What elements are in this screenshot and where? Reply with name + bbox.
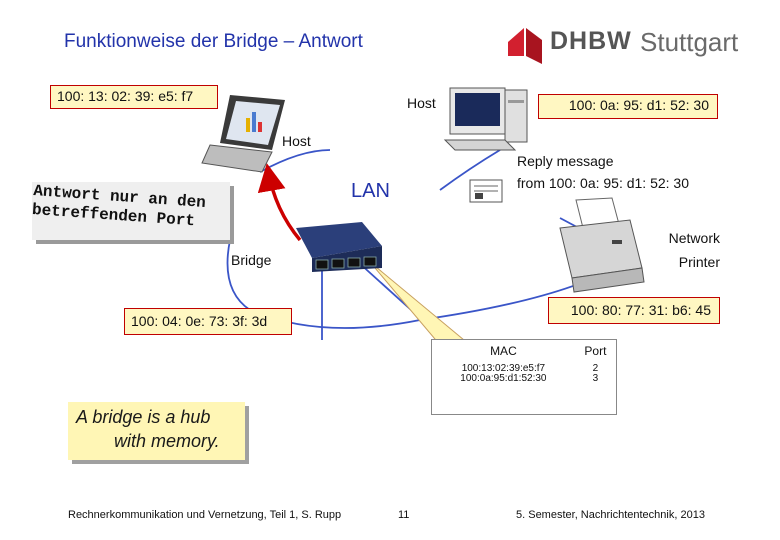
- lan-label: LAN: [351, 180, 390, 202]
- mac-table-header-mac: MAC: [490, 344, 517, 358]
- table-callout: [369, 261, 472, 346]
- table-row: 100:13:02:39:e5:f7 2: [432, 364, 616, 374]
- printer-label-line2: Printer: [678, 254, 720, 270]
- mac-table-cell-port: 2: [592, 363, 599, 374]
- printer-label: Network Printer: [650, 226, 720, 274]
- port-note: Antwort nur an den betreffenden Port: [31, 182, 230, 240]
- mac-table-cell-port: 3: [592, 373, 599, 384]
- footer-right: 5. Semester, Nachrichtentechnik, 2013: [516, 509, 705, 521]
- mac-left-host: 100: 13: 02: 39: e5: f7: [50, 85, 218, 109]
- memo-line2: with memory.: [114, 431, 220, 451]
- bridge-label: Bridge: [231, 252, 272, 268]
- printer-icon: [559, 197, 645, 293]
- mac-table: MAC Port 100:13:02:39:e5:f7 2 100:0a:95:…: [431, 339, 617, 415]
- laptop-icon: [201, 95, 285, 173]
- printer-label-line1: Network: [668, 230, 720, 246]
- page-title: Funktionweise der Bridge – Antwort: [64, 31, 363, 52]
- port-note-text: Antwort nur an den betreffenden Port: [31, 182, 206, 232]
- reply-arrow: [257, 163, 302, 242]
- host-label-right: Host: [407, 95, 436, 111]
- mac-table-cell-mac: 100:13:02:39:e5:f7: [461, 363, 546, 374]
- reply-message-line2: from 100: 0a: 95: d1: 52: 30: [517, 175, 690, 191]
- dhbw-logo-mark-icon: [508, 28, 542, 64]
- memo-line1: A bridge is a hub: [76, 407, 211, 427]
- mac-table-header-row: MAC Port: [432, 340, 616, 364]
- bridge-device-icon: [296, 222, 382, 272]
- lan-curve-right: [439, 149, 501, 191]
- mac-table-header-port: Port: [584, 344, 607, 358]
- desktop-computer-icon: [443, 87, 528, 151]
- host-label-left: Host: [282, 133, 311, 149]
- logo-city: Stuttgart: [640, 27, 739, 57]
- lan-curve-bottom: [226, 239, 621, 329]
- logo-wordmark: DHBW: [550, 27, 632, 55]
- reply-message-line1: Reply message: [517, 153, 614, 169]
- mac-table-cell-mac: 100:0a:95:d1:52:30: [460, 373, 547, 384]
- message-envelope-icon: [469, 179, 503, 203]
- footer-left: Rechnerkommunikation und Vernetzung, Tei…: [68, 509, 342, 521]
- mac-printer: 100: 80: 77: 31: b6: 45: [548, 297, 720, 324]
- reply-message-label: Reply message from 100: 0a: 95: d1: 52: …: [517, 150, 689, 194]
- dhbw-logo: DHBW Stuttgart: [502, 22, 752, 70]
- memo-box: A bridge is a hub with memory.: [68, 402, 245, 460]
- footer-page: 11: [398, 509, 410, 521]
- mac-right-host: 100: 0a: 95: d1: 52: 30: [538, 94, 718, 119]
- table-row: 100:0a:95:d1:52:30 3: [432, 374, 616, 384]
- mac-bridge: 100: 04: 0e: 73: 3f: 3d: [124, 308, 292, 335]
